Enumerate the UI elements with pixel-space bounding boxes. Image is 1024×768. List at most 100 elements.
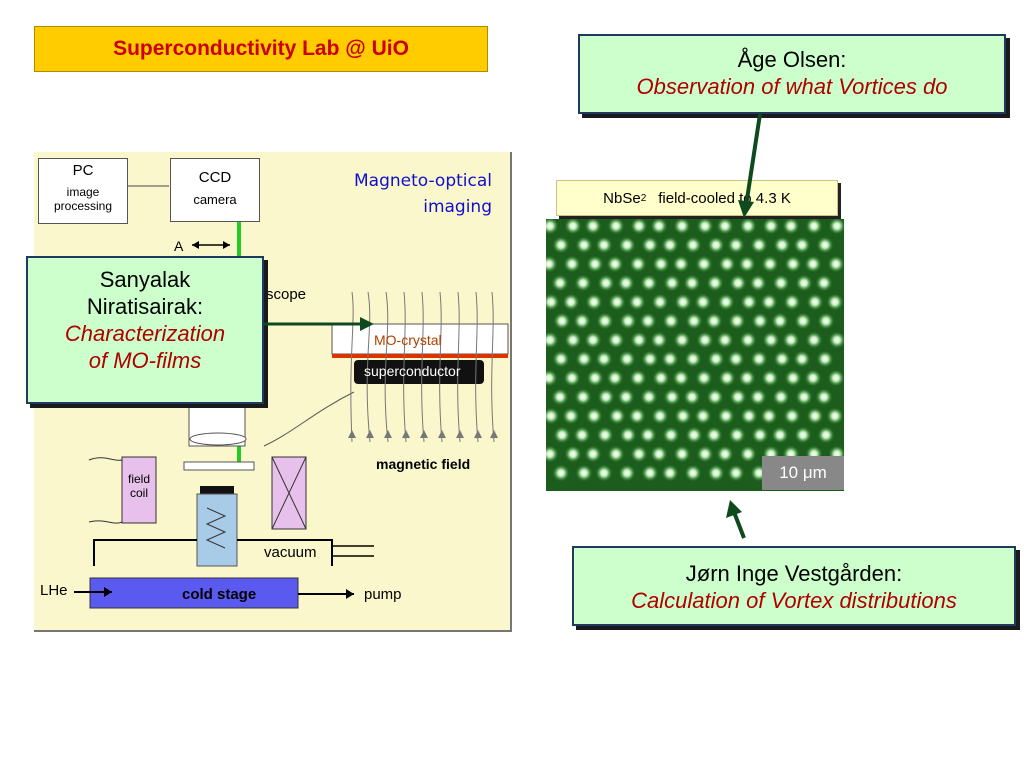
vortex-spot [618,350,636,368]
vortex-spot [573,312,591,330]
vortex-spot [794,312,812,330]
vortex-spot [804,255,822,273]
vortex-spot [586,255,604,273]
vortex-spot [552,236,570,254]
vortex-spot [794,426,812,444]
vortex-spot [816,350,834,368]
vortex-spot [673,331,691,349]
vortex-spot [661,350,679,368]
lhe-label: LHe [40,582,68,599]
vortex-spot [584,445,602,463]
vortex-spot [606,255,624,273]
pump-outlet-arrow [346,589,354,599]
vortex-spot [674,407,692,425]
vortex-spot [784,369,802,387]
callout-niratisairak-role1: Characterization [64,321,226,346]
vortex-spot [640,388,658,406]
vortex-spot [563,255,581,273]
vortex-spot [718,255,736,273]
lhe-inlet-arrow [104,587,112,597]
vortex-spot [751,312,769,330]
vortex-spot [827,255,844,273]
vortex-spot [584,219,602,235]
vortex-spot [562,407,580,425]
vortex-spot [608,407,626,425]
vortex-spot [727,464,745,482]
vortex-spot [551,388,569,406]
vortex-spot [564,219,582,235]
field-arrowheads [348,430,498,438]
vortex-spot [705,312,723,330]
vortex-spot [817,426,835,444]
vortex-spot [619,312,637,330]
vortex-spot [586,369,604,387]
analyzer-label: A [174,238,184,254]
callout-niratisairak-name2: Niratisairak: [86,294,204,319]
vortex-spot [641,350,659,368]
vortex-spot [618,236,636,254]
field-coil-left [121,456,157,524]
vortex-spot [574,274,592,292]
vortex-spot [826,407,844,425]
sample [200,486,234,494]
pump-label: pump [364,586,402,603]
vortex-spot [826,293,844,311]
vortex-spot [574,388,592,406]
vortex-spot [661,236,679,254]
callout-vestgarden: Jørn Inge Vestgården: Calculation of Vor… [572,546,1016,626]
vortex-spot [617,274,635,292]
superconductor-label: superconductor [364,363,461,379]
vortex-spot [630,331,648,349]
pc-label: PC [72,162,94,179]
heater-icon [205,507,227,549]
vortex-spots [546,219,844,482]
vortex-spot [595,236,613,254]
vortex-spot [739,331,757,349]
vortex-spot [673,219,691,235]
pc-sub-line1: image [66,185,100,199]
vortex-spot [564,331,582,349]
vortex-spot [793,350,811,368]
vortex-spot [751,426,769,444]
vortex-spot [617,388,635,406]
pc-sub-line2: processing [53,199,113,213]
chamber-wall-left [93,539,197,566]
vortex-spot [672,369,690,387]
vortex-spot [695,369,713,387]
vortex-spot [727,236,745,254]
callout-olsen-role: Observation of what Vortices do [636,74,948,99]
vortex-spot [728,312,746,330]
vortex-spot [771,312,789,330]
field-coil-line1: field [127,472,150,486]
vortex-spot [672,255,690,273]
vortex-spot [584,331,602,349]
vortex-spot [727,350,745,368]
callout-vestgarden-role: Calculation of Vortex distributions [631,588,957,613]
callout-olsen-name: Åge Olsen: [737,47,847,72]
vortex-spot [749,274,767,292]
vortex-spot [728,426,746,444]
vortex-spot [773,236,791,254]
ccd-label: CCD [198,169,232,186]
cold-finger [196,493,238,567]
vortex-spot [628,407,646,425]
vortex-spot [696,445,714,463]
diagram-title: Magneto-optical imaging [354,168,492,220]
vortex-spot [716,445,734,463]
vortex-spot [772,274,790,292]
vortex-spot [738,255,756,273]
vortex-spot [674,293,692,311]
vortex-spot [773,350,791,368]
vortex-spot [828,331,844,349]
vortex-spot [595,464,613,482]
chamber-wall-right [237,539,333,566]
vortex-spot [740,293,758,311]
vortex-spot [597,388,615,406]
vortex-spot [629,255,647,273]
vortex-spot [739,445,757,463]
vortex-spot [717,407,735,425]
vortex-spot [782,331,800,349]
callout-niratisairak: Sanyalak Niratisairak: Characterization … [26,256,264,404]
vortex-spot [784,255,802,273]
vortex-spot [793,236,811,254]
